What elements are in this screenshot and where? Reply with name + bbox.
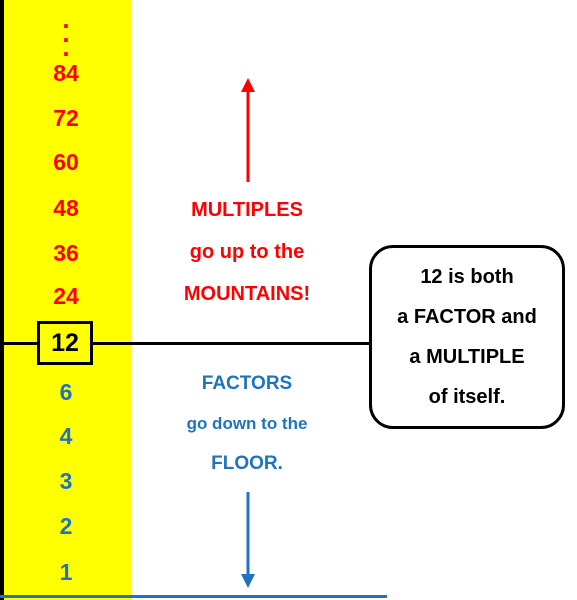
multiples-caption: MULTIPLES go up to the MOUNTAINS! — [152, 189, 342, 315]
twelve-box: 12 — [37, 321, 93, 365]
multiples-caption-line: go up to the — [189, 241, 305, 263]
multiples-caption-line: MULTIPLES — [191, 199, 303, 221]
callout-box: 12 is both a FACTOR and a MULTIPLE of it… — [369, 245, 565, 429]
dot: . — [62, 18, 70, 48]
factor-value: 1 — [59, 559, 73, 585]
factors-caption: FACTORS go down to the FLOOR. — [152, 364, 342, 484]
multiples-caption-line: MOUNTAINS! — [183, 283, 311, 305]
multiples-continuation-dots: . . . — [36, 4, 96, 62]
multiple-value: 84 — [53, 60, 79, 86]
callout-line: 12 is both — [420, 266, 514, 288]
down-arrow-icon — [241, 492, 255, 588]
floor-line — [0, 595, 387, 598]
number-column-highlight — [4, 0, 132, 600]
callout-line: a FACTOR and — [397, 306, 537, 328]
callout-line: a MULTIPLE — [409, 346, 525, 368]
left-axis-line — [0, 0, 4, 600]
factor-value: 6 — [59, 379, 73, 405]
factors-caption-line: FLOOR. — [211, 453, 283, 474]
dot: . — [62, 32, 70, 62]
multiple-value: 72 — [53, 105, 79, 131]
twelve-connector-line — [0, 342, 372, 345]
multiple-value: 48 — [53, 195, 79, 221]
factor-value: 2 — [59, 513, 73, 539]
multiple-value: 24 — [53, 283, 79, 309]
multiple-value: 60 — [53, 149, 79, 175]
multiple-value: 36 — [53, 240, 79, 266]
factors-caption-line: go down to the — [186, 414, 308, 433]
callout-line: of itself. — [428, 386, 506, 408]
dot: . — [62, 4, 70, 34]
factor-value: 4 — [59, 423, 73, 449]
factors-caption-line: FACTORS — [201, 373, 293, 394]
factor-value: 3 — [59, 468, 73, 494]
up-arrow-icon — [241, 78, 255, 182]
